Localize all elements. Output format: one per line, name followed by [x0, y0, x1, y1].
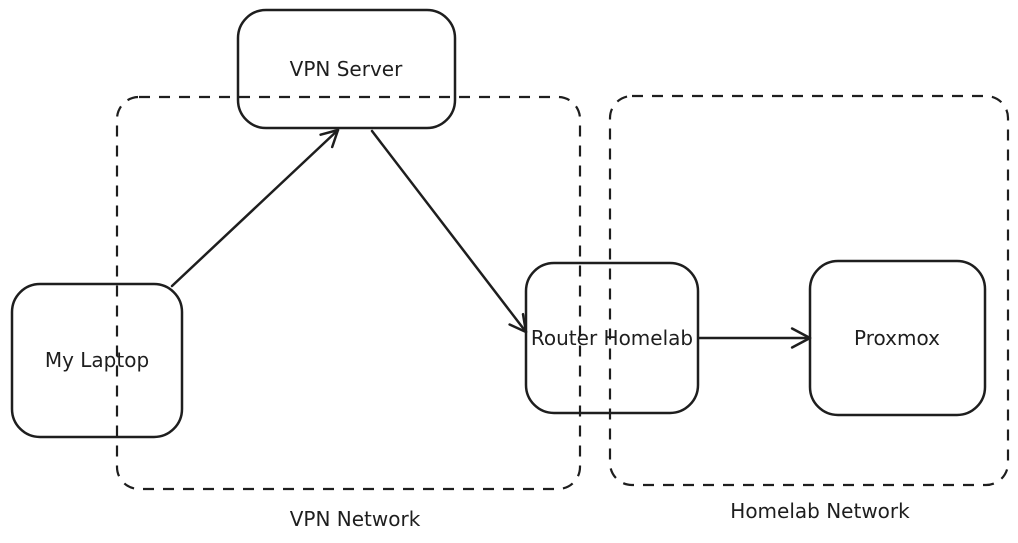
- homelab-network-boundary: [608, 94, 1010, 487]
- group-vpn-network: VPN Network: [115, 95, 582, 531]
- router-homelab-label: Router Homelab: [531, 326, 693, 350]
- node-router-homelab: Router Homelab: [524, 261, 700, 415]
- vpn-network-label: VPN Network: [290, 507, 421, 531]
- proxmox-label: Proxmox: [854, 326, 940, 350]
- edge-line-laptop-vpnserver: [170, 128, 340, 288]
- homelab-network-label: Homelab Network: [730, 499, 910, 523]
- my-laptop-label: My Laptop: [45, 348, 149, 372]
- group-homelab-network: Homelab Network: [608, 94, 1010, 523]
- edge-laptop-to-vpnserver: [170, 128, 340, 288]
- edge-line-vpnserver-router: [370, 129, 528, 334]
- arrowhead-vpnserver: [319, 128, 340, 149]
- edge-router-to-proxmox: [697, 327, 812, 349]
- node-vpn-server: VPN Server: [236, 8, 457, 130]
- edge-vpnserver-to-router: [370, 129, 528, 334]
- proxmox-box: [808, 259, 987, 417]
- vpn-server-label: VPN Server: [290, 57, 403, 81]
- router-homelab-box: [524, 261, 700, 415]
- my-laptop-box: [10, 282, 184, 439]
- vpn-server-box: [236, 8, 457, 130]
- node-my-laptop: My Laptop: [10, 282, 184, 439]
- vpn-network-boundary: [115, 95, 582, 491]
- node-proxmox: Proxmox: [808, 259, 987, 417]
